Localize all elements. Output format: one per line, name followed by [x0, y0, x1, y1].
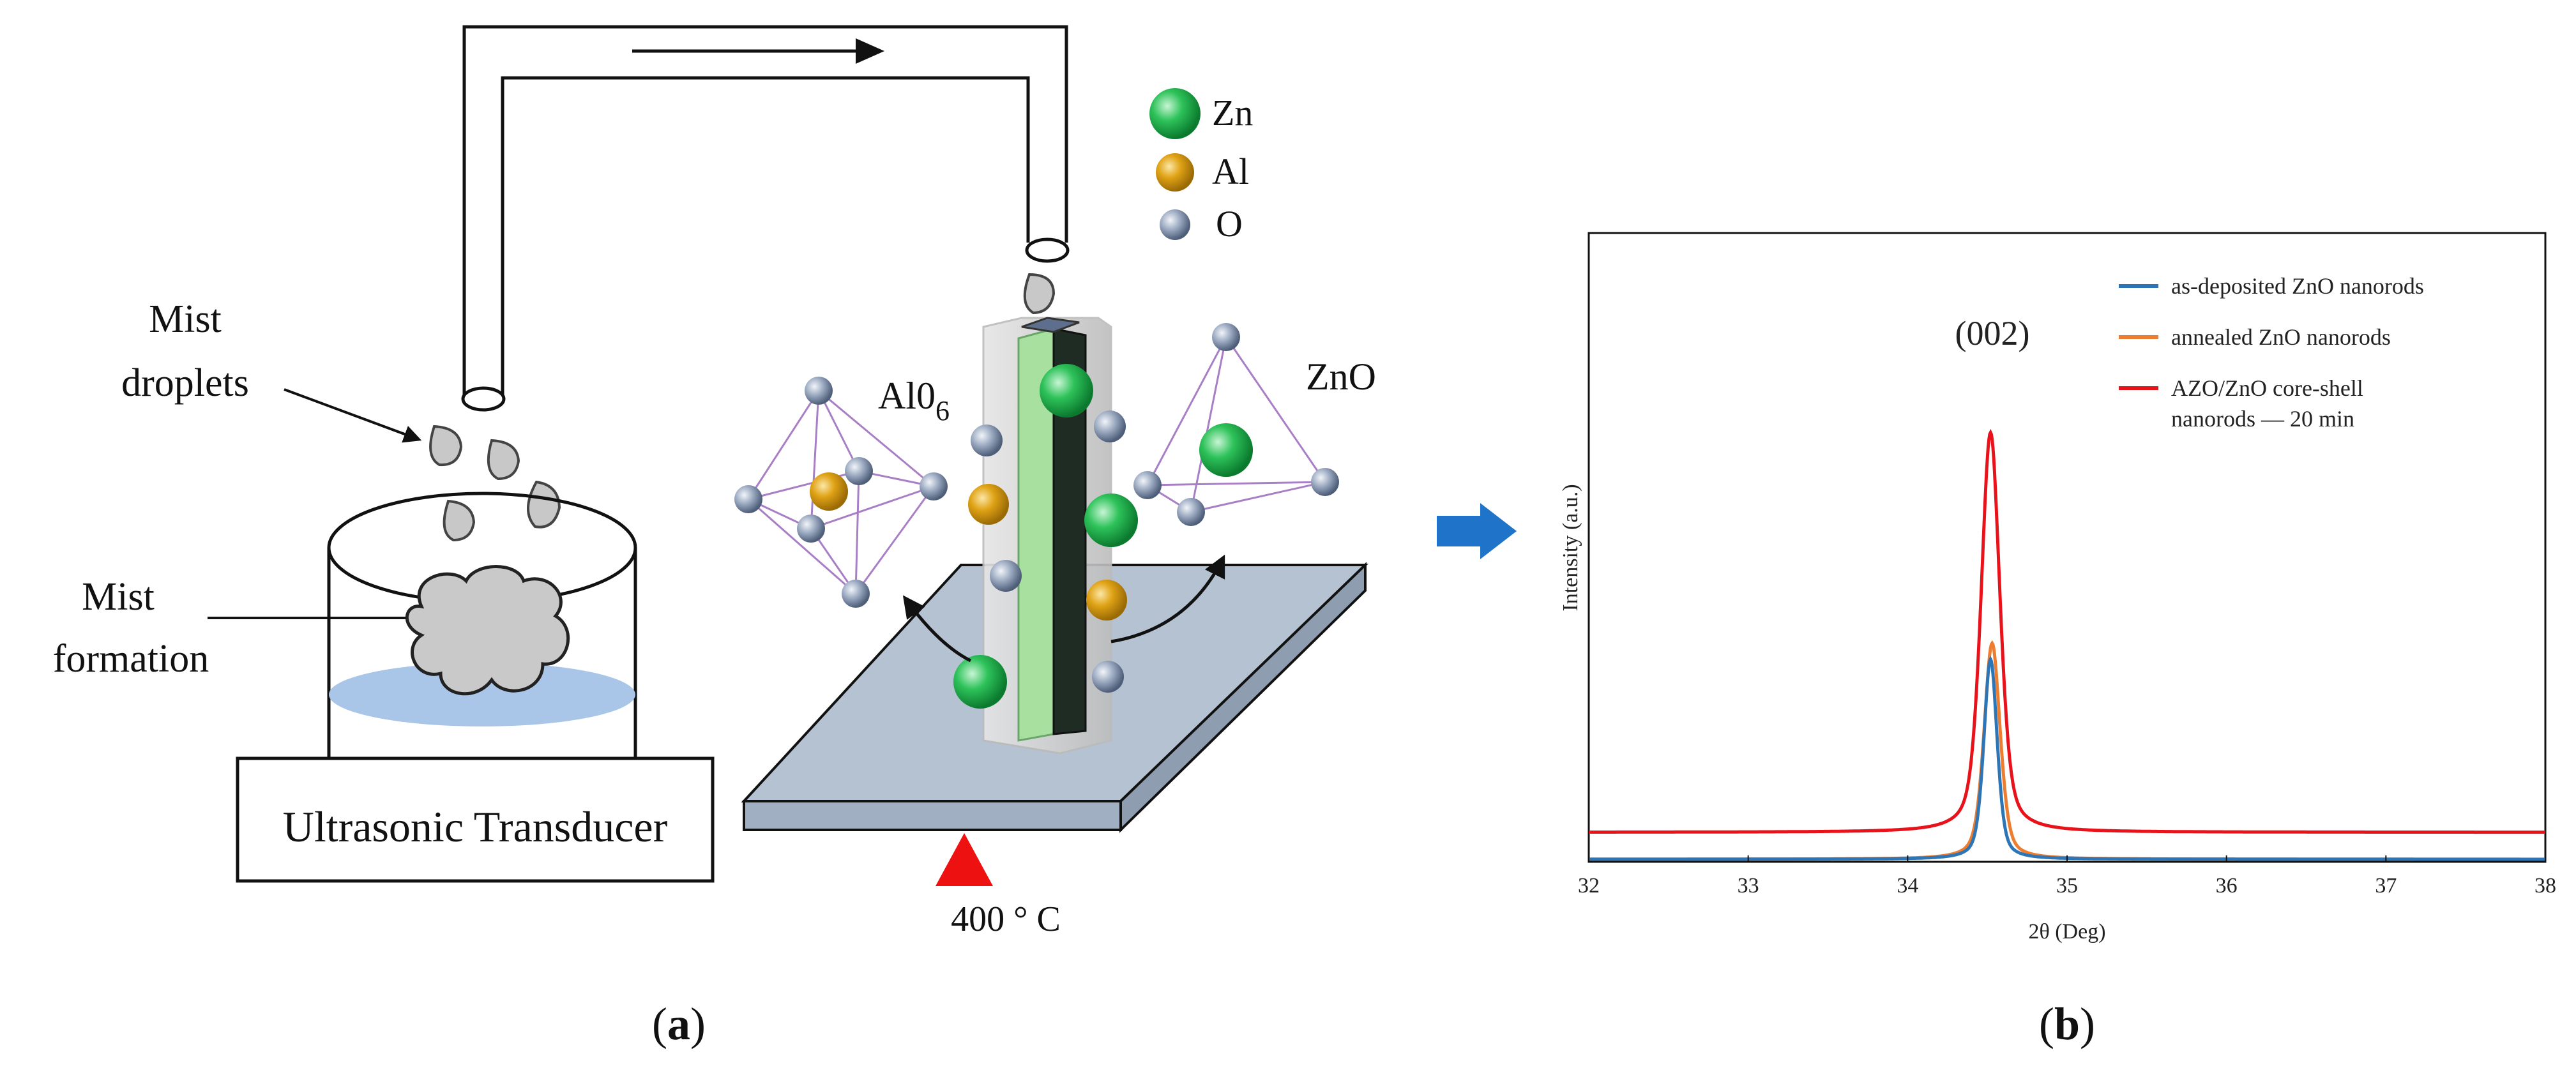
- series-line: [1589, 428, 2545, 834]
- zno-atoms: [1133, 323, 1339, 526]
- x-axis-ticks: 32 33 34 35 36 37 38: [1578, 855, 2556, 898]
- x-tick-label: 38: [2534, 874, 2556, 898]
- heater-triangle-icon: [936, 833, 993, 886]
- al-legend-icon: [1156, 153, 1194, 192]
- x-tick-label: 36: [2216, 874, 2238, 898]
- atom-legend: Zn Al O: [1149, 88, 1253, 244]
- zn-legend-label: Zn: [1212, 92, 1253, 133]
- mist-cloud: [405, 565, 570, 696]
- ultrasonic-transducer-box: [236, 756, 715, 883]
- o-legend-label: O: [1216, 203, 1243, 244]
- shell-growth-arrow-left: [902, 595, 972, 663]
- x-tick-label: 34: [1897, 874, 1918, 898]
- rod-surface-atoms: [953, 364, 1138, 709]
- peak-annotation-002: (002): [1955, 314, 2030, 352]
- mist-transport-pipe: [461, 25, 1070, 412]
- x-tick-label: 33: [1738, 874, 1759, 898]
- mist-formation-label-line2: formation: [53, 637, 209, 681]
- shell-growth-arrow-right: [1110, 554, 1225, 643]
- mist-droplets-label-line1: Mist: [149, 297, 222, 341]
- legend-entry: as-deposited ZnO nanorods: [2171, 273, 2424, 299]
- mist-formation-label-line1: Mist: [82, 575, 155, 619]
- panel-a-label: (a): [652, 998, 706, 1049]
- mist-droplets: [429, 273, 1056, 542]
- mist-droplets-pointer-arrow: [284, 388, 422, 443]
- chart-legend: as-deposited ZnO nanorods annealed ZnO na…: [2119, 273, 2424, 432]
- x-tick-label: 37: [2375, 874, 2397, 898]
- ultrasonic-transducer-label: Ultrasonic Transducer: [283, 802, 668, 851]
- alo6-octahedron: [747, 389, 935, 595]
- ultrasonic-chamber: [327, 492, 637, 785]
- panel-a: Mist droplets Mist formation Ultrasonic …: [53, 25, 1376, 1049]
- alo6-label: Al06: [878, 375, 950, 426]
- zno-tetrahedron: [1146, 336, 1326, 513]
- transition-arrow-icon: [1437, 503, 1517, 559]
- legend-entry: nanorods — 20 min: [2171, 406, 2354, 432]
- x-axis-label: 2θ (Deg): [2028, 920, 2105, 944]
- liquid-surface: [329, 663, 635, 726]
- al-legend-label: Al: [1212, 151, 1249, 192]
- x-tick-label: 35: [2056, 874, 2078, 898]
- panel-b-chart: 32 33 34 35 36 37 38 2θ (Deg) Intensity (a.u.)…: [1559, 232, 2556, 1049]
- o-legend-icon: [1160, 209, 1190, 240]
- legend-entry: AZO/ZnO core-shell: [2171, 375, 2363, 401]
- zno-label: ZnO: [1306, 356, 1376, 398]
- flow-arrow-head-icon: [856, 38, 884, 64]
- plot-frame: [1587, 232, 2547, 863]
- temperature-label: 400 ° C: [951, 899, 1061, 939]
- legend-entry: annealed ZnO nanorods: [2171, 324, 2391, 350]
- mist-droplets-label-line2: droplets: [121, 361, 249, 405]
- core-shell-nanorod: [982, 317, 1112, 755]
- y-axis-label: Intensity (a.u.): [1559, 484, 1582, 611]
- zn-legend-icon: [1149, 88, 1201, 139]
- x-tick-label: 32: [1578, 874, 1600, 898]
- alo6-atoms: [734, 377, 948, 608]
- panel-b-label: (b): [2039, 998, 2095, 1049]
